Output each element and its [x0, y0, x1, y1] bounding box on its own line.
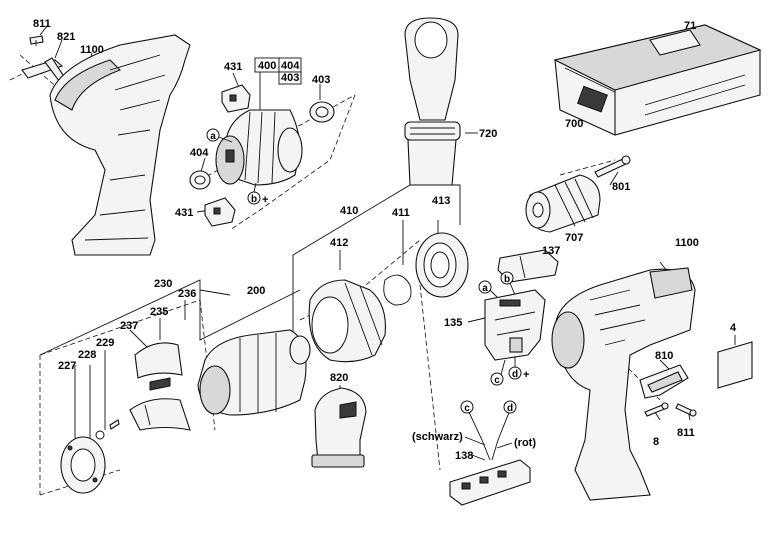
label-135: 135 [444, 317, 462, 329]
callout-c-switch: c [490, 372, 504, 386]
label-229: 229 [96, 337, 114, 349]
label-720: 720 [479, 128, 497, 140]
screw-801 [594, 155, 631, 178]
label-700: 700 [565, 118, 583, 130]
label-431-bottom: 431 [175, 207, 193, 219]
label-403-box: 403 [281, 72, 299, 84]
terminal-block-138 [449, 459, 531, 506]
label-811-top: 811 [33, 18, 51, 30]
callout-b-switch: b [500, 271, 514, 285]
callout-a-motor: a [206, 128, 233, 143]
callout-d-switch-text: d [512, 369, 518, 380]
label-400: 400 [258, 60, 276, 72]
label-138: 138 [455, 450, 473, 462]
callout-a-motor-text: a [210, 131, 216, 142]
brush-holder-431-bottom [204, 197, 236, 227]
label-413: 413 [432, 195, 450, 207]
label-137: 137 [542, 245, 560, 257]
label-810: 810 [655, 350, 673, 362]
label-227: 227 [58, 360, 76, 372]
part-400-bracket [254, 57, 302, 85]
label-820: 820 [330, 372, 348, 384]
label-412: 412 [330, 237, 348, 249]
callout-d-wire-text: d [507, 403, 513, 414]
spring-clip-411 [383, 274, 412, 306]
chuck-707 [525, 174, 601, 233]
label-811-right: 811 [677, 427, 695, 439]
ring-404 [189, 170, 211, 190]
label-801: 801 [612, 181, 630, 193]
side-handle-720 [404, 17, 461, 186]
label-200: 200 [247, 285, 265, 297]
pin-229 [109, 419, 120, 430]
callout-c-wire-text: c [464, 403, 470, 414]
label-235: 235 [150, 306, 168, 318]
switch-part-137 [497, 249, 559, 283]
screw-811-right [675, 403, 697, 417]
ring-403 [309, 101, 335, 123]
callout-a-switch: a [478, 280, 492, 294]
clutch-part-235 [134, 342, 183, 391]
motor-400 [215, 109, 303, 186]
brush-holder-431-top [221, 84, 251, 113]
callout-b-switch-text: b [504, 274, 510, 285]
label-431-top: 431 [224, 61, 242, 73]
label-411: 411 [392, 207, 410, 219]
screw-811-top [29, 35, 44, 46]
callout-c-switch-text: c [494, 375, 500, 386]
label-8: 8 [653, 436, 659, 448]
carrying-case-700 [553, 24, 762, 136]
label-410: 410 [340, 205, 358, 217]
label-404-box: 404 [281, 60, 300, 72]
label-236: 236 [178, 288, 196, 300]
label-230: 230 [154, 278, 172, 290]
end-plate-227 [60, 436, 106, 494]
callout-d-wire: d [503, 400, 517, 414]
label-821: 821 [57, 31, 75, 43]
clip-810 [639, 364, 689, 399]
callout-d-switch: d + [508, 366, 529, 381]
label-schwarz: (schwarz) [412, 431, 463, 443]
label-237: 237 [120, 320, 138, 332]
label-plate-4 [717, 341, 753, 389]
callout-b-motor: b + [247, 182, 268, 206]
switch-135 [484, 289, 546, 361]
label-4: 4 [730, 322, 737, 334]
callout-b-motor-sign: + [262, 194, 268, 206]
gearbox-200 [197, 329, 311, 416]
gear-housing-412 [308, 279, 386, 363]
clutch-part-236 [129, 398, 191, 431]
callout-c-wire: c [460, 400, 474, 414]
housing-half-1100-top [49, 34, 191, 256]
gear-ring-413 [415, 232, 469, 298]
housing-half-1100-right [551, 267, 696, 501]
callout-a-switch-text: a [482, 283, 488, 294]
label-71: 71 [684, 20, 696, 32]
label-rot: (rot) [514, 437, 536, 449]
label-228: 228 [78, 349, 96, 361]
part-labels: 811 821 1100 431 400 404 403 403 404 431… [33, 18, 737, 462]
label-403: 403 [312, 74, 330, 86]
label-1100-right: 1100 [675, 237, 699, 249]
label-1100-top: 1100 [80, 44, 104, 56]
callout-d-switch-sign: + [523, 369, 529, 381]
ball-228 [95, 430, 105, 440]
adapter-820 [311, 387, 367, 468]
label-707: 707 [565, 232, 583, 244]
screw-8 [644, 402, 669, 417]
label-404: 404 [190, 147, 209, 159]
callout-b-motor-text: b [251, 194, 257, 205]
